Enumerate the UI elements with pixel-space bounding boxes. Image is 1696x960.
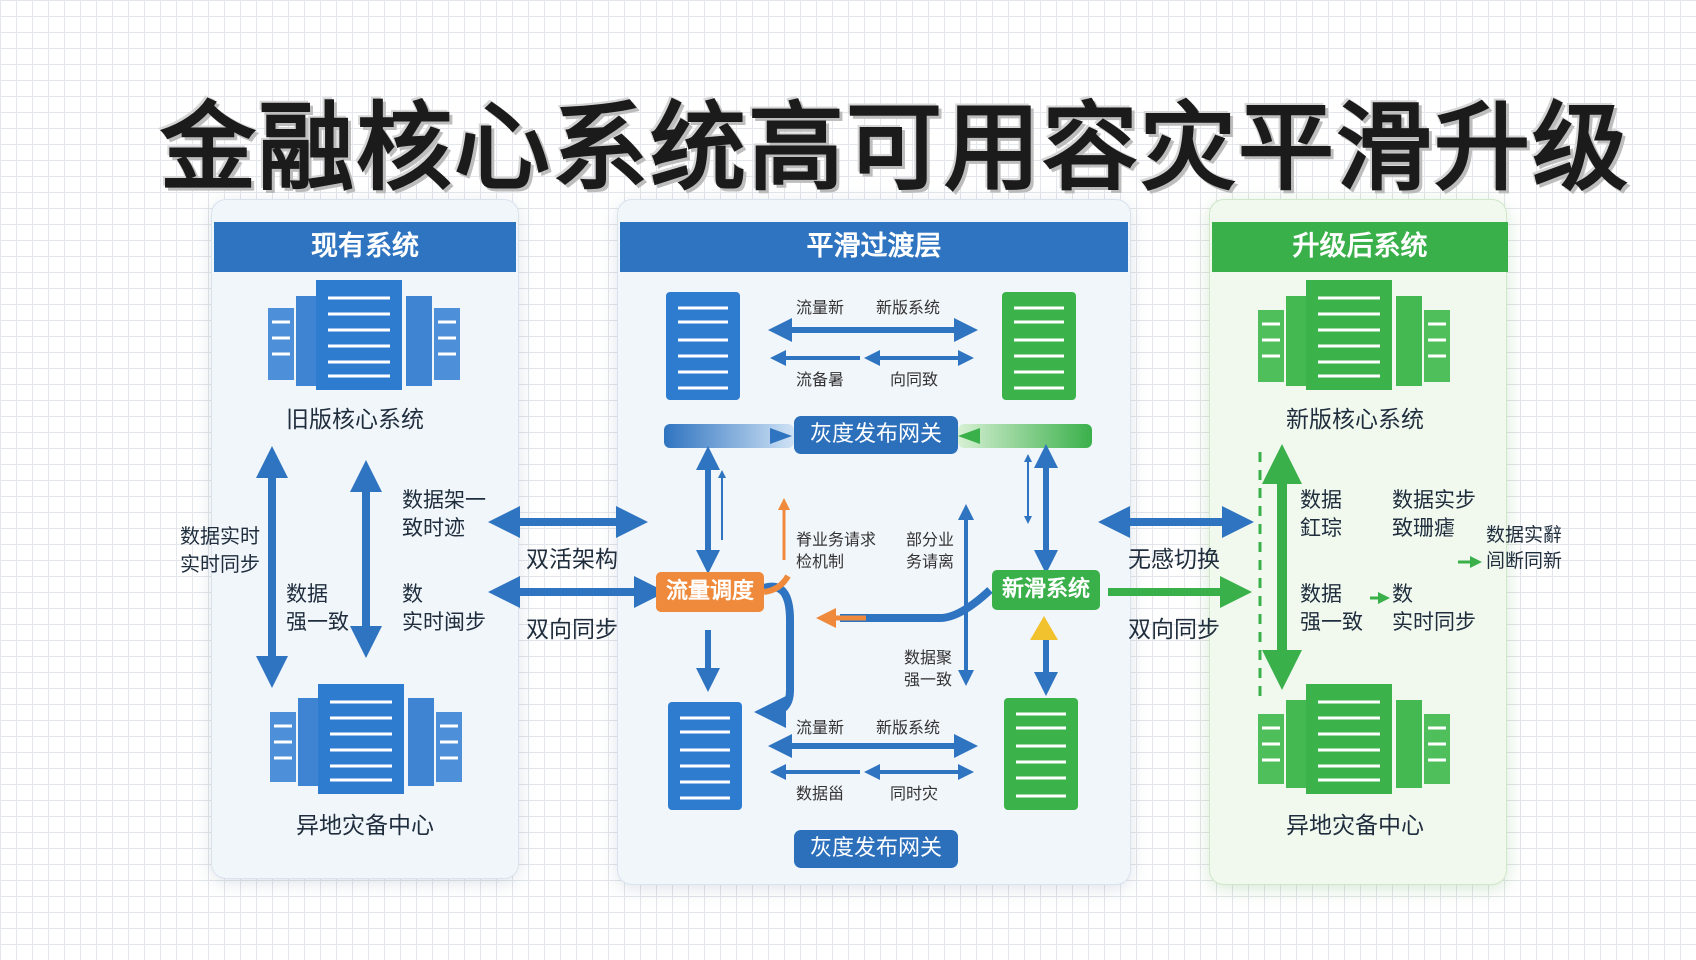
left-inner-mid-label-1: 数据 xyxy=(286,582,328,606)
center-bottom-label-2: 强一致 xyxy=(904,670,953,689)
new-system-node[interactable]: 新滑系统 xyxy=(992,570,1100,610)
gateway-top-right-bar xyxy=(958,424,1092,448)
left-inner-top-label-1: 数据架一 xyxy=(402,488,486,512)
traffic-orange-curve xyxy=(763,574,791,595)
traffic-scheduling-node[interactable]: 流量调度 xyxy=(656,572,764,612)
left-inner-right-label-2: 实时闽步 xyxy=(402,610,486,634)
mid-top-label-sync: 向同致 xyxy=(890,370,939,389)
mid-bottom-label-traffic: 流量新 xyxy=(796,718,845,737)
right-label-b-1: 数据实步 xyxy=(1392,488,1476,512)
server-green-bottom-middle-icon xyxy=(1004,698,1078,810)
left-inner-mid-label-2: 强一致 xyxy=(286,610,349,634)
connector-active-active-label: 双活架构 xyxy=(526,547,618,573)
left-outer-label-1: 数据实时 xyxy=(180,524,260,548)
right-label-d-2: 实时同步 xyxy=(1392,610,1476,634)
server-cluster-new-core-icon xyxy=(1258,280,1450,390)
traffic-curve-arrow xyxy=(754,582,794,728)
right-label-c-1: 数据 xyxy=(1300,582,1342,606)
connector-bidirectional-left-label: 双向同步 xyxy=(526,617,618,643)
server-green-top-middle-icon xyxy=(1002,292,1076,400)
right-label-c-2: 强一致 xyxy=(1300,610,1363,634)
center-bottom-label-1: 数据聚 xyxy=(904,648,953,667)
server-cluster-dr-center-right-icon xyxy=(1258,684,1450,794)
header-transition-layer: 平滑过渡层 xyxy=(620,222,1128,272)
mid-top-label-backup: 流备暑 xyxy=(796,370,845,389)
connector-seamless-switch-label: 无感切换 xyxy=(1128,547,1220,573)
mid-bottom-label-dr: 同时灾 xyxy=(890,784,939,803)
left-inner-right-label-1: 数 xyxy=(402,582,423,606)
header-upgraded-system: 升级后系统 xyxy=(1212,222,1508,272)
newsys-curve-arrow xyxy=(840,587,993,622)
header-existing-system: 现有系统 xyxy=(214,222,516,272)
mid-top-label-newsys: 新版系统 xyxy=(876,298,941,317)
dr-center-left-label: 异地灾备中心 xyxy=(296,813,434,839)
mid-top-label-traffic: 流量新 xyxy=(796,298,845,317)
mid-bottom-label-data: 数据甾 xyxy=(796,784,845,803)
right-outer-label-2: 闾断同新 xyxy=(1486,550,1563,572)
mid-bottom-label-newsys: 新版系统 xyxy=(876,718,941,737)
new-core-system-label: 新版核心系统 xyxy=(1286,407,1424,433)
gray-release-gateway-top[interactable]: 灰度发布网关 xyxy=(794,416,958,454)
right-label-a-2: 釭琮 xyxy=(1300,516,1342,540)
old-core-system-label: 旧版核心系统 xyxy=(286,407,424,433)
server-blue-bottom-middle-icon xyxy=(668,702,742,810)
center-right-label-1: 部分业 xyxy=(906,530,955,549)
right-label-d-1: 数 xyxy=(1392,582,1413,606)
right-outer-label-1: 数据实辭 xyxy=(1486,524,1563,546)
connector-bidirectional-right-label: 双向同步 xyxy=(1128,617,1220,643)
right-label-a-1: 数据 xyxy=(1300,488,1342,512)
server-cluster-old-core-icon xyxy=(268,280,460,390)
left-inner-top-label-2: 致时迹 xyxy=(402,516,465,540)
gray-release-gateway-bottom[interactable]: 灰度发布网关 xyxy=(794,830,958,868)
warning-triangle-icon xyxy=(1030,616,1058,640)
right-label-b-2: 致珊瘧 xyxy=(1392,516,1455,540)
dr-center-right-label: 异地灾备中心 xyxy=(1286,813,1424,839)
center-right-label-2: 务请离 xyxy=(906,552,955,571)
left-outer-label-2: 实时同步 xyxy=(180,552,260,576)
gateway-top-left-arrowhead xyxy=(770,428,792,444)
server-cluster-dr-center-left-icon xyxy=(270,684,462,794)
center-left-label-1: 脊业务请求 xyxy=(796,530,877,549)
center-left-label-2: 检机制 xyxy=(796,552,845,571)
gateway-top-right-arrowhead xyxy=(958,428,980,444)
gateway-top-left-bar xyxy=(664,424,794,448)
server-blue-top-middle-icon xyxy=(666,292,740,400)
